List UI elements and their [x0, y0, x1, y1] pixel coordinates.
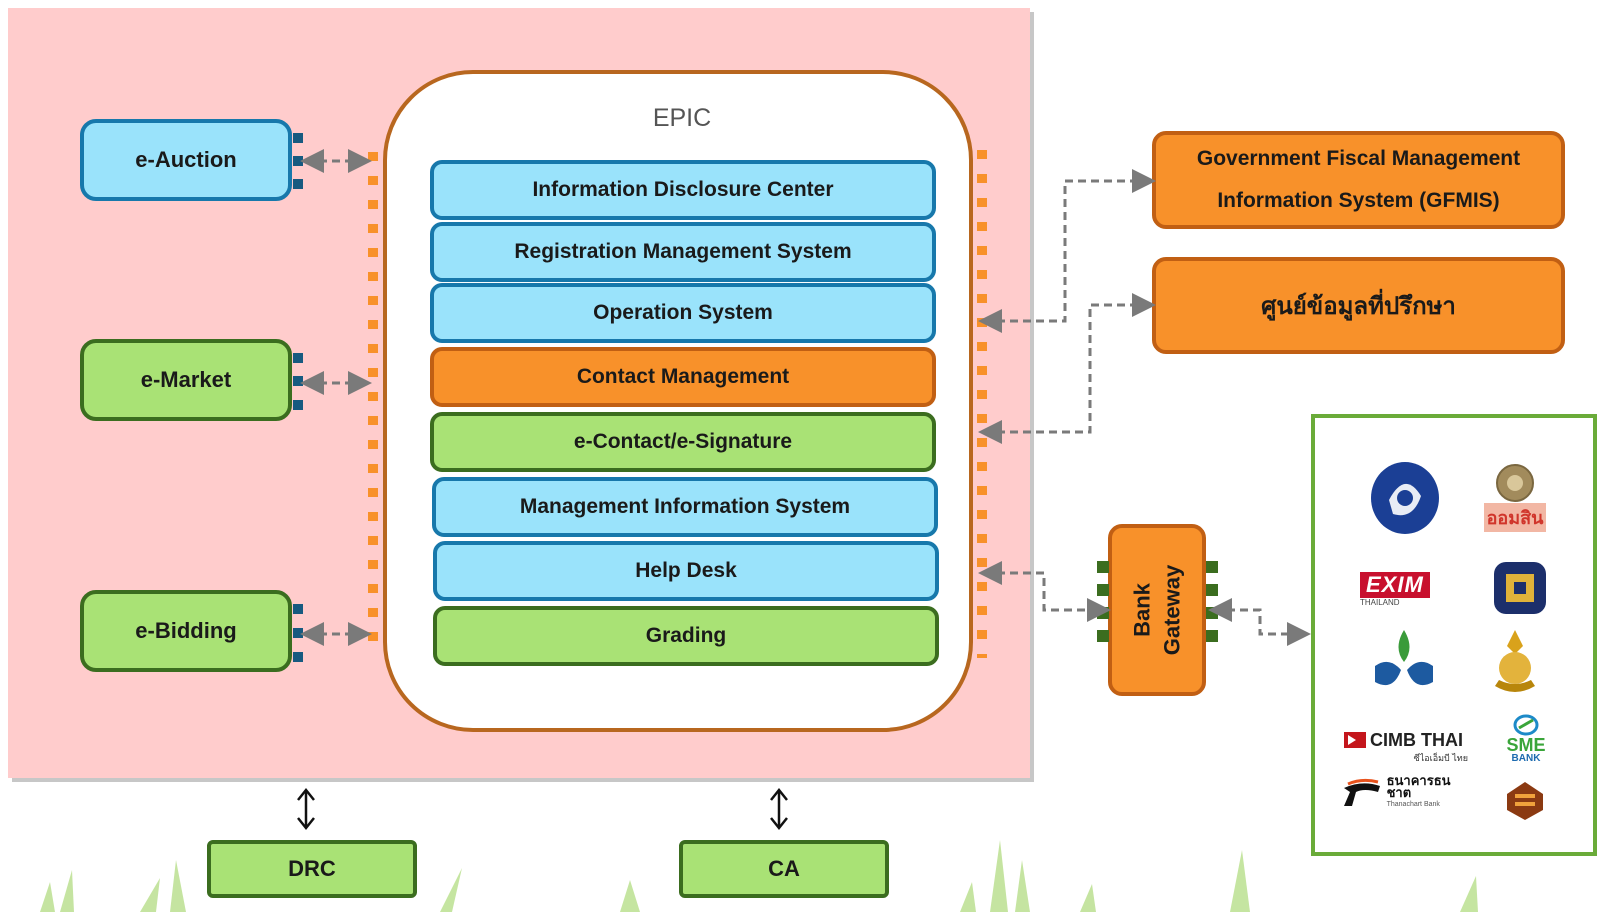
- bank-emblem-icon: [1494, 562, 1546, 614]
- cimb-text: CIMB THAI: [1370, 729, 1463, 750]
- connector: [293, 652, 303, 662]
- epic-title: EPIC: [652, 104, 712, 132]
- connector: [293, 179, 303, 189]
- leaf-bank-logo-icon: [1375, 630, 1433, 686]
- connector: [293, 156, 303, 166]
- gfmis-line2: Information System (GFMIS): [1217, 189, 1500, 212]
- grass-decoration: [40, 840, 1478, 912]
- exim-text: EXIM: [1360, 571, 1430, 598]
- islamic-bank-logo-icon: [1507, 782, 1543, 820]
- thanachart-text: ธนาคารธนชาต: [1386, 773, 1451, 800]
- exim-subtext: THAILAND: [1360, 597, 1400, 607]
- connector: [293, 604, 303, 614]
- gsb-emblem-icon: [1496, 463, 1534, 502]
- gfmis-line1: Government Fiscal Management: [1196, 147, 1521, 170]
- layer-operation-system: Operation System: [430, 283, 936, 343]
- connector: [293, 400, 303, 410]
- epic-left-port-strip: [368, 152, 378, 656]
- connector: [293, 133, 303, 143]
- connector: [293, 376, 303, 386]
- gold-emblem-icon: [1495, 630, 1535, 692]
- e-bidding-box: e-Bidding: [80, 590, 292, 672]
- cimb-logo: CIMB THAI ซีไอเอ็มบี ไทย: [1344, 730, 1468, 764]
- layer-management-information-system: Management Information System: [432, 477, 938, 537]
- layer-information-disclosure-center: Information Disclosure Center: [430, 160, 936, 220]
- layer-help-desk: Help Desk: [433, 541, 939, 601]
- arrow-gfmis: [978, 169, 1156, 333]
- gfmis-box: Government Fiscal Management Information…: [1152, 131, 1565, 229]
- connector: [293, 628, 303, 638]
- connector: [1097, 630, 1109, 642]
- exim-logo: EXIM THAILAND: [1360, 571, 1456, 607]
- thanachart-subtext: Thanachart Bank: [1386, 801, 1440, 808]
- layer-e-contact-e-signature: e-Contact/e-Signature: [430, 412, 936, 472]
- layer-registration-management-system: Registration Management System: [430, 222, 936, 282]
- connector: [1206, 561, 1218, 573]
- connector: [293, 353, 303, 363]
- arrow-banks: [1208, 598, 1311, 646]
- ca-box: CA: [679, 840, 889, 898]
- arrow-bank-gateway: [978, 561, 1111, 622]
- sme-text: SME: [1506, 735, 1546, 755]
- arrow-consult: [978, 293, 1156, 444]
- sme-subtext: BANK: [1511, 753, 1541, 764]
- gsb-logo: ออมสิน: [1477, 455, 1553, 539]
- sme-swirl-icon: [1513, 714, 1539, 736]
- e-market-box: e-Market: [80, 339, 292, 421]
- gsb-text: ออมสิน: [1483, 502, 1547, 532]
- ktb-logo-icon: [1371, 462, 1439, 534]
- thanachart-logo: ธนาคารธนชาต Thanachart Bank: [1342, 773, 1472, 810]
- e-auction-box: e-Auction: [80, 119, 292, 201]
- cimb-mark-icon: [1344, 732, 1366, 748]
- thanachart-mark-icon: [1344, 778, 1380, 806]
- layer-contact-management: Contact Management: [430, 347, 936, 407]
- drc-box: DRC: [207, 840, 417, 898]
- sme-bank-logo: SME BANK: [1500, 708, 1552, 770]
- layer-grading: Grading: [433, 606, 939, 666]
- connector: [1206, 584, 1218, 596]
- cimb-subtext: ซีไอเอ็มบี ไทย: [1413, 752, 1468, 763]
- consultant-data-center-box: ศูนย์ข้อมูลที่ปรึกษา: [1152, 257, 1565, 354]
